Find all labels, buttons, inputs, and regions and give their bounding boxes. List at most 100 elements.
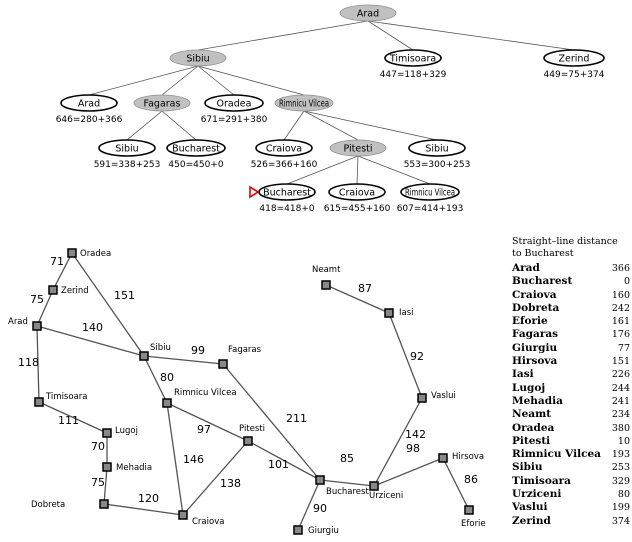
road-hirsova-eforie bbox=[442, 457, 470, 511]
sld-distance-value: 10 bbox=[617, 435, 630, 447]
tree-node-label: Arad bbox=[357, 8, 379, 19]
tree-edge bbox=[303, 110, 438, 141]
sld-city-name: Pitesti bbox=[512, 434, 551, 447]
tree-node-ellipse bbox=[328, 183, 386, 201]
city-pitesti: Pitesti bbox=[239, 424, 265, 446]
tree-node-ellipse bbox=[98, 139, 156, 157]
city-hirsova: Hirsova bbox=[438, 452, 484, 463]
road-dobreta-craiova bbox=[103, 503, 184, 516]
road-distance-label: 99 bbox=[191, 344, 205, 357]
straight-line-distance-table: Straight–line distance to Bucharest Arad… bbox=[512, 236, 630, 528]
road-craiova-pitesti bbox=[182, 440, 249, 516]
tree-node-label: Craiova bbox=[266, 143, 302, 154]
tree-node-cost: 447=118+329 bbox=[380, 70, 447, 80]
city-lugoj: Lugoj bbox=[102, 426, 138, 438]
city-label: Bucharest bbox=[326, 487, 369, 497]
road-sibiu-fagaras bbox=[143, 355, 224, 365]
sld-distance-value: 77 bbox=[617, 342, 630, 354]
city-oradea: Oradea bbox=[67, 248, 111, 259]
tree-node-label: Pitesti bbox=[343, 143, 372, 154]
city-label: Eforie bbox=[461, 519, 486, 529]
road-distance-label: 70 bbox=[91, 440, 105, 453]
city-label: Craiova bbox=[192, 517, 224, 527]
city-marker-icon bbox=[464, 505, 474, 515]
road-distance-label: 86 bbox=[464, 473, 478, 486]
tree-node-fagaras: Fagaras bbox=[133, 94, 191, 112]
sld-title-line2: to Bucharest bbox=[512, 248, 574, 259]
road-timisoara-lugoj bbox=[38, 401, 108, 434]
tree-node-label: Zerind bbox=[559, 53, 590, 64]
tree-node-label: Sibiu bbox=[115, 143, 138, 154]
city-label: Neamt bbox=[312, 265, 341, 275]
tree-node-label: Bucharest bbox=[172, 143, 220, 154]
tree-node-cost: 671=291+380 bbox=[201, 115, 268, 125]
city-bucharest: Bucharest bbox=[315, 475, 369, 497]
tree-node-label: Oradea bbox=[217, 98, 252, 109]
sld-distance-value: 160 bbox=[611, 289, 630, 301]
road-distance-label: 211 bbox=[286, 412, 307, 425]
road-sibiu-rimnicu bbox=[143, 355, 168, 404]
road-distance-label: 146 bbox=[183, 453, 204, 466]
sld-distance-value: 241 bbox=[611, 395, 630, 407]
road-urziceni-vaslui bbox=[373, 397, 423, 487]
road-oradea-zerind bbox=[52, 252, 73, 291]
road-distance-label: 151 bbox=[114, 289, 135, 302]
road-arad-timisoara bbox=[36, 325, 40, 403]
tree-edge bbox=[283, 110, 305, 141]
city-label: Oradea bbox=[80, 249, 111, 259]
tree-edge bbox=[357, 155, 431, 185]
road-mehadia-dobreta bbox=[103, 466, 108, 505]
tree-edge bbox=[303, 110, 359, 141]
tree-node-cost: 418=418+0 bbox=[259, 204, 314, 214]
tree-node-ellipse bbox=[408, 139, 466, 157]
city-marker-icon bbox=[32, 321, 42, 331]
city-marker-icon bbox=[243, 436, 253, 446]
city-label: Pitesti bbox=[239, 424, 265, 434]
sld-distance-value: 242 bbox=[611, 302, 630, 314]
tree-edge bbox=[197, 20, 369, 51]
tree-edge bbox=[126, 110, 163, 141]
city-marker-icon bbox=[417, 393, 427, 403]
tree-node-cost: 591=338+253 bbox=[94, 160, 161, 170]
sld-city-name: Iasi bbox=[512, 368, 534, 381]
tree-edge bbox=[197, 65, 235, 96]
tree-node-label: Timisoara bbox=[389, 53, 436, 64]
city-arad: Arad bbox=[8, 317, 42, 331]
sld-table-title: Straight–line distance to Bucharest bbox=[512, 236, 630, 260]
city-marker-icon bbox=[139, 351, 149, 361]
tree-node-ellipse bbox=[543, 49, 605, 67]
tree-node-craiova: Craiova 526=366+160 bbox=[251, 139, 318, 170]
city-label: Urziceni bbox=[369, 491, 403, 501]
sld-city-name: Craiova bbox=[512, 288, 557, 301]
sld-distance-value: 151 bbox=[611, 356, 630, 368]
city-label: Giurgiu bbox=[308, 526, 339, 536]
road-fagaras-bucharest bbox=[222, 363, 321, 481]
sld-city-name: Dobreta bbox=[512, 301, 560, 314]
tree-node-cost: 526=366+160 bbox=[251, 160, 318, 170]
city-label: Rimnicu Vilcea bbox=[174, 388, 237, 398]
city-marker-icon bbox=[438, 453, 448, 463]
tree-node-cost: 450=450+0 bbox=[168, 160, 223, 170]
city-marker-icon bbox=[369, 481, 379, 491]
tree-node-label: Bucharest bbox=[263, 187, 311, 198]
goal-marker-icon bbox=[249, 185, 260, 199]
city-marker-icon bbox=[321, 280, 331, 290]
tree-edge bbox=[161, 110, 197, 141]
city-label: Timisoara bbox=[45, 392, 87, 402]
tree-node-ellipse bbox=[384, 49, 442, 67]
road-distance-label: 118 bbox=[18, 356, 39, 369]
sld-title-line1: Straight–line distance bbox=[512, 236, 618, 247]
tree-node-cost: 607=414+193 bbox=[397, 204, 464, 214]
tree-node-label: Sibiu bbox=[425, 143, 448, 154]
sld-distance-value: 226 bbox=[611, 369, 630, 381]
city-marker-icon bbox=[218, 359, 228, 369]
